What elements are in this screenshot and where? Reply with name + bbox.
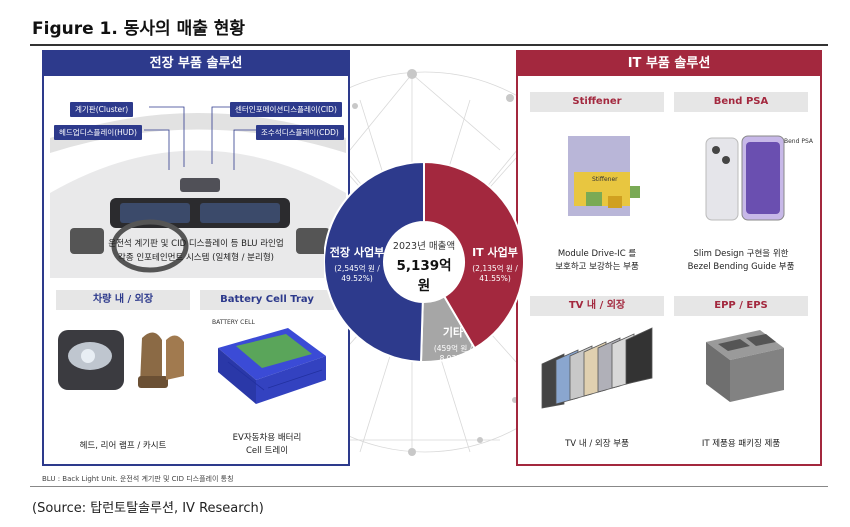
stiffener-caption-2: 보호하고 보강하는 부품 [555,262,639,272]
revenue-donut-chart [324,160,524,363]
subhead-epp: EPP / EPS [674,296,808,316]
callout-cdd: 조수석디스플레이(CDD) [256,125,344,140]
stiffener-image [568,136,640,216]
slice-label-other: 기타 (459억 원 / 8.93%) [425,324,481,363]
slice-name-auto: 전장 사업부 [329,246,385,259]
bend-psa-caption-1: Slim Design 구현을 위한 [693,249,789,259]
slice-name-other: 기타 [442,326,464,339]
top-rule [30,44,828,46]
slice-value-other: (459억 원 / [433,344,473,353]
battery-cell-label: BATTERY CELL [212,319,255,326]
slice-value-it: (2,135억 원 / [472,264,518,273]
donut-center: 2023년 매출액 5,139억 원 [388,238,460,294]
figure-title: Figure 1. 동사의 매출 현황 [32,19,246,39]
slice-percent-other: 8.93%) [439,354,467,363]
lamp-seat-image [58,330,184,390]
subhead-battery-tray: Battery Cell Tray [200,290,334,310]
callout-cluster: 계기판(Cluster) [70,102,134,117]
subhead-stiffener: Stiffener [530,92,664,112]
automotive-main-caption-1: 운전석 계기판 및 CID 디스플레이 등 BLU 라인업 [108,239,284,249]
tv-layers-image [541,327,653,409]
slice-percent-it: 41.55%) [479,274,511,283]
stiffener-caption-1: Module Drive-IC 를 [557,249,637,259]
footnote: BLU : Back Light Unit. 운전석 계기판 및 CID 디스플… [42,475,234,483]
slice-value-auto: (2,545억 원 / [334,264,380,273]
subhead-vehicle-interior: 차량 내 / 외장 [56,290,190,310]
it-panel-title: IT 부품 솔루션 [518,52,820,76]
vehicle-interior-caption: 헤드, 리어 램프 / 카시트 [79,441,167,451]
tv-caption: TV 내 / 외장 부품 [565,439,629,449]
bend-psa-image [705,135,785,221]
epp-image [706,330,784,402]
donut-center-value: 5,139억 원 [396,258,452,294]
bend-psa-img-label: Bend PSA [784,138,813,145]
stiffener-img-label: Stiffener [592,176,618,183]
automotive-main-caption-2: 각종 인포테인먼트 시스템 (일체형 / 분리형) [118,253,274,263]
slice-label-auto: 전장 사업부 (2,545억 원 / 49.52%) [324,244,390,283]
slice-percent-auto: 49.52%) [341,274,373,283]
battery-tray-image [218,328,326,404]
donut-hole [384,222,464,302]
callout-lines [144,106,256,170]
subhead-tv: TV 내 / 외장 [530,296,664,316]
subhead-bend-psa: Bend PSA [674,92,808,112]
callout-cid: 센터인포메이션디스플레이(CID) [230,102,342,117]
automotive-panel: 전장 부품 솔루션 계기판(Cluster) 헤드업디스플레이(HUD) 센터인… [42,50,350,466]
slice-label-it: IT 사업부 (2,135억 원 / 41.55%) [466,244,524,283]
callout-hud: 헤드업디스플레이(HUD) [54,125,142,140]
donut-center-label: 2023년 매출액 [392,241,456,252]
source-line: (Source: 탑런토탈솔루션, IV Research) [32,501,264,516]
bend-psa-caption-2: Bezel Bending Guide 부품 [687,262,795,272]
automotive-panel-title: 전장 부품 솔루션 [44,52,348,76]
bottom-rule [30,486,828,487]
battery-tray-caption-1: EV자동차용 배터리 [232,433,302,443]
slice-name-it: IT 사업부 [472,246,518,259]
battery-tray-caption-2: Cell 트레이 [245,446,289,456]
epp-caption: IT 제품용 패키징 제품 [701,439,781,449]
it-panel: IT 부품 솔루션 Stiffener Bend PSA Stiffener B… [516,50,822,466]
